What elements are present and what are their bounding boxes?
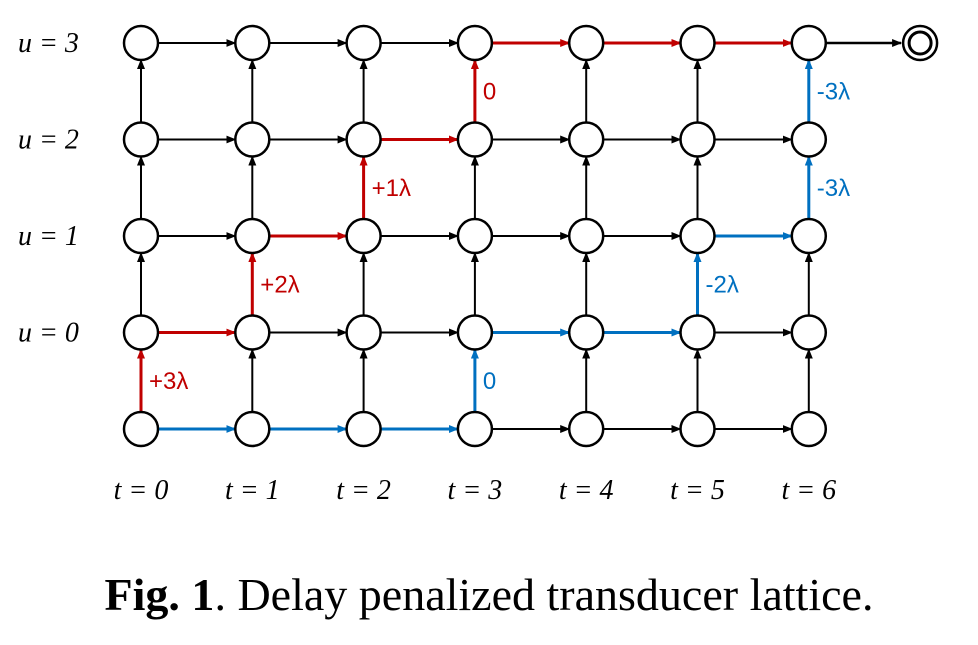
lattice-node bbox=[790, 410, 828, 448]
lattice-node bbox=[567, 410, 605, 448]
t-axis-label: t = 3 bbox=[448, 475, 503, 506]
lattice-node bbox=[345, 217, 382, 255]
edge-weight-label: +3λ bbox=[149, 368, 188, 395]
figure-caption: Fig. 1. Delay penalized transducer latti… bbox=[0, 572, 978, 618]
lattice-node bbox=[790, 314, 828, 351]
lattice-node bbox=[456, 121, 494, 158]
lattice-edges bbox=[137, 39, 903, 433]
lattice-node bbox=[345, 410, 382, 448]
lattice-node bbox=[679, 410, 716, 448]
lattice-node bbox=[679, 217, 716, 255]
lattice-node bbox=[567, 121, 605, 158]
u-axis-label: u = 0 bbox=[18, 318, 79, 349]
caption-text: . Delay penalized transducer lattice. bbox=[214, 569, 874, 620]
lattice-node bbox=[345, 121, 382, 158]
t-axis-label: t = 1 bbox=[225, 475, 280, 506]
lattice-node bbox=[122, 314, 160, 351]
lattice-node bbox=[234, 217, 271, 255]
edge-weight-label: 0 bbox=[483, 368, 496, 395]
lattice-node bbox=[679, 24, 716, 62]
t-axis-label: t = 6 bbox=[781, 475, 836, 506]
lattice-node bbox=[679, 121, 716, 158]
lattice-node bbox=[345, 314, 382, 351]
lattice-node bbox=[122, 410, 160, 448]
edge-weight-label: +2λ bbox=[260, 271, 299, 298]
edge-weight-label: -2λ bbox=[706, 271, 739, 298]
lattice-nodes bbox=[122, 24, 939, 448]
lattice-node bbox=[679, 314, 716, 351]
lattice-node bbox=[567, 24, 605, 62]
lattice-node bbox=[234, 24, 271, 62]
caption-figure-number: Fig. 1 bbox=[104, 569, 215, 620]
lattice-node bbox=[234, 121, 271, 158]
t-axis-label: t = 4 bbox=[559, 475, 614, 506]
lattice-node bbox=[567, 314, 605, 351]
lattice-node bbox=[567, 217, 605, 255]
u-axis-label: u = 2 bbox=[18, 125, 79, 156]
edge-weight-label: -3λ bbox=[817, 175, 850, 202]
lattice-node bbox=[456, 314, 494, 351]
final-state-inner bbox=[907, 30, 933, 56]
lattice-node bbox=[122, 217, 160, 255]
lattice-node bbox=[345, 24, 382, 62]
edge-weight-label: +1λ bbox=[372, 175, 411, 202]
edge-weight-label: 0 bbox=[483, 78, 496, 105]
u-axis-label: u = 1 bbox=[18, 221, 79, 252]
t-axis-label: t = 5 bbox=[670, 475, 725, 506]
lattice-node bbox=[456, 24, 494, 62]
lattice-labels: u = 0 u = 1 u = 2 u = 3 t = 0 t = 1 t = 2 t = 3… bbox=[18, 28, 850, 506]
lattice-node bbox=[122, 121, 160, 158]
u-axis-label: u = 3 bbox=[18, 28, 79, 59]
t-axis-label: t = 0 bbox=[114, 475, 169, 506]
edge-weight-label: -3λ bbox=[817, 78, 850, 105]
lattice-node bbox=[234, 314, 271, 351]
lattice-node bbox=[790, 121, 828, 158]
lattice-node bbox=[456, 410, 494, 448]
lattice-node bbox=[790, 24, 828, 62]
lattice-node bbox=[122, 24, 160, 62]
lattice-node bbox=[790, 217, 828, 255]
lattice-node bbox=[456, 217, 494, 255]
t-axis-label: t = 2 bbox=[336, 475, 391, 506]
lattice-node bbox=[234, 410, 271, 448]
